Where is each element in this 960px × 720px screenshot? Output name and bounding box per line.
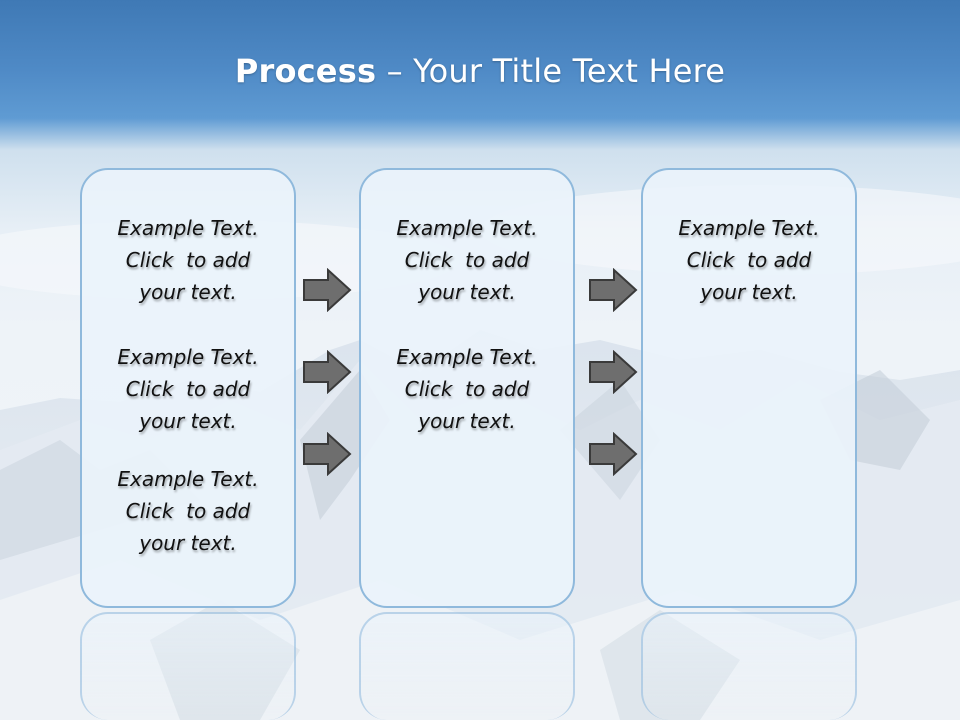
text-line: your text. xyxy=(418,409,516,433)
right-arrow-icon[interactable] xyxy=(588,268,638,312)
card-2-text-block-1[interactable]: Example Text. Click to add your text. xyxy=(361,212,573,308)
text-line: Click to add xyxy=(404,377,530,401)
text-line: your text. xyxy=(139,409,237,433)
process-card-1[interactable]: Example Text. Click to add your text. Ex… xyxy=(80,168,296,608)
process-card-3[interactable]: Example Text. Click to add your text. xyxy=(641,168,857,608)
text-line: Click to add xyxy=(125,248,251,272)
text-line: Example Text. xyxy=(117,345,259,369)
card-1-text-block-2[interactable]: Example Text. Click to add your text. xyxy=(82,341,294,437)
slide-title[interactable]: Process – Your Title Text Here xyxy=(0,52,960,90)
title-bold-text: Process xyxy=(234,52,377,90)
text-line: your text. xyxy=(418,280,516,304)
card-1-reflection xyxy=(80,612,296,720)
text-line: your text. xyxy=(700,280,798,304)
text-line: your text. xyxy=(139,280,237,304)
right-arrow-icon[interactable] xyxy=(588,350,638,394)
process-card-2[interactable]: Example Text. Click to add your text. Ex… xyxy=(359,168,575,608)
text-line: Example Text. xyxy=(117,467,259,491)
title-rest-text: – Your Title Text Here xyxy=(376,52,726,90)
text-line: Click to add xyxy=(686,248,812,272)
card-3-reflection xyxy=(641,612,857,720)
card-1-text-block-1[interactable]: Example Text. Click to add your text. xyxy=(82,212,294,308)
text-line: Example Text. xyxy=(117,216,259,240)
card-3-text-block-1[interactable]: Example Text. Click to add your text. xyxy=(643,212,855,308)
text-line: your text. xyxy=(139,531,237,555)
right-arrow-icon[interactable] xyxy=(588,432,638,476)
text-line: Example Text. xyxy=(396,345,538,369)
card-1-text-block-3[interactable]: Example Text. Click to add your text. xyxy=(82,463,294,559)
right-arrow-icon[interactable] xyxy=(302,268,352,312)
text-line: Example Text. xyxy=(396,216,538,240)
text-line: Example Text. xyxy=(678,216,820,240)
card-2-text-block-2[interactable]: Example Text. Click to add your text. xyxy=(361,341,573,437)
right-arrow-icon[interactable] xyxy=(302,432,352,476)
text-line: Click to add xyxy=(125,377,251,401)
right-arrow-icon[interactable] xyxy=(302,350,352,394)
text-line: Click to add xyxy=(404,248,530,272)
text-line: Click to add xyxy=(125,499,251,523)
card-2-reflection xyxy=(359,612,575,720)
